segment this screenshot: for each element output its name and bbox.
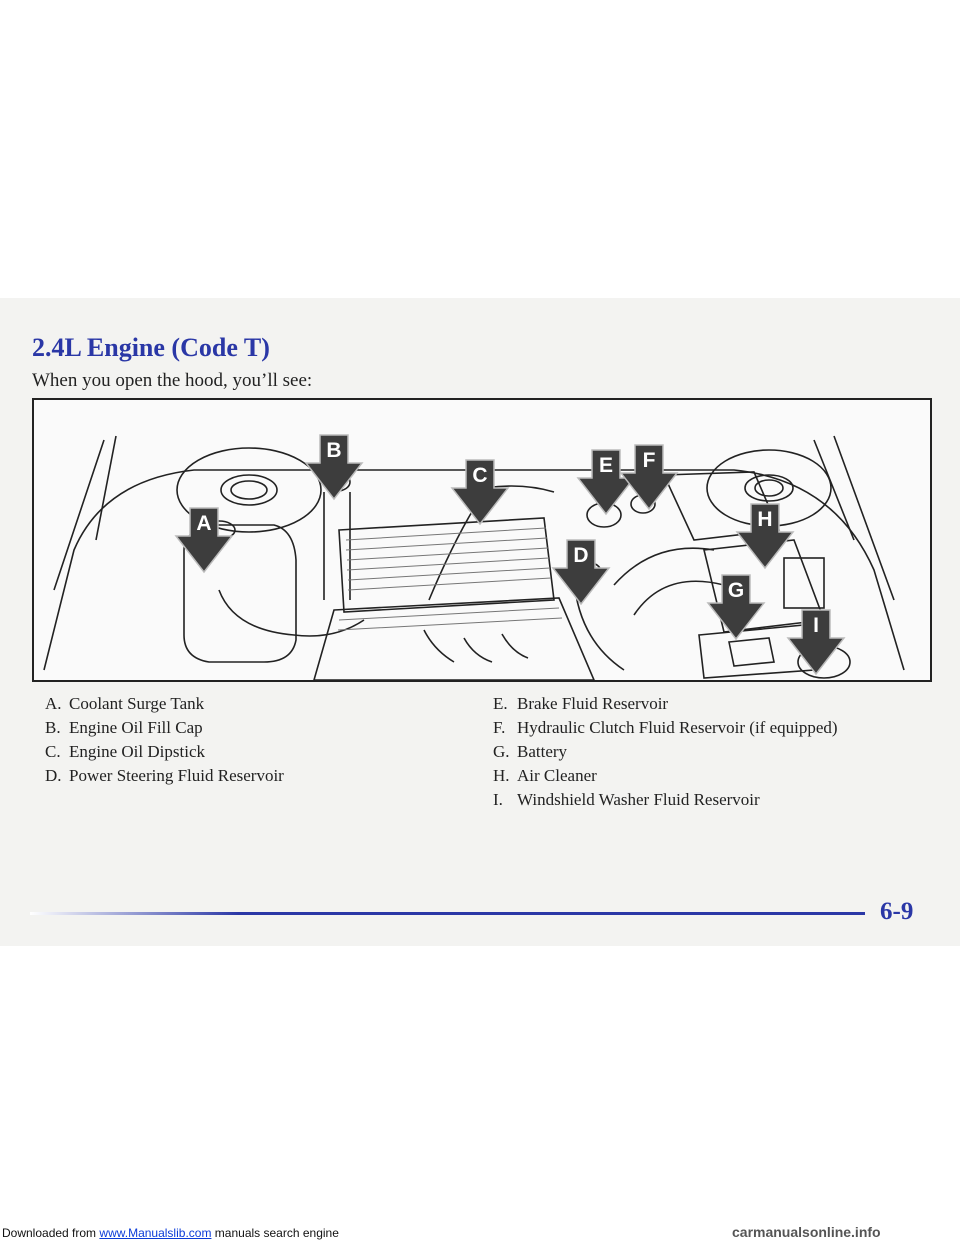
download-note: Downloaded from www.Manualslib.com manua… [2,1226,339,1240]
intro-text: When you open the hood, you’ll see: [32,370,313,391]
manualslib-link[interactable]: www.Manualslib.com [99,1226,212,1240]
watermark: carmanualsonline.info [732,1224,881,1240]
legend-item: H.Air Cleaner [493,766,597,785]
footer-rule [30,912,865,915]
legend-item: I.Windshield Washer Fluid Reservoir [493,790,760,809]
legend-item: E.Brake Fluid Reservoir [493,694,669,713]
callout-e: E [599,454,613,477]
callout-a: A [196,512,211,535]
callout-i: I [813,614,819,637]
callout-c: C [472,464,487,487]
callout-b: B [326,439,341,462]
engine-illustration: A B C D E F G H I [43,434,905,680]
callout-d: D [573,544,588,567]
callout-h: H [757,508,772,531]
callout-f: F [643,449,656,472]
engine-diagram: A B C D E F G H I [32,398,932,682]
callout-g: G [728,579,744,602]
manual-page: 2.4L Engine (Code T) When you open the h… [0,298,960,946]
page-number: 6-9 [880,898,914,925]
legend-left: A.Coolant Surge Tank B.Engine Oil Fill C… [45,692,284,788]
legend-item: D.Power Steering Fluid Reservoir [45,766,284,785]
legend-item: B.Engine Oil Fill Cap [45,718,203,737]
legend-item: C.Engine Oil Dipstick [45,742,205,761]
legend-right: E.Brake Fluid Reservoir F.Hydraulic Clut… [493,692,838,812]
legend-item: A.Coolant Surge Tank [45,694,205,713]
legend-item: F.Hydraulic Clutch Fluid Reservoir (if e… [493,718,838,737]
legend-item: G.Battery [493,742,568,761]
section-title: 2.4L Engine (Code T) [32,333,270,362]
